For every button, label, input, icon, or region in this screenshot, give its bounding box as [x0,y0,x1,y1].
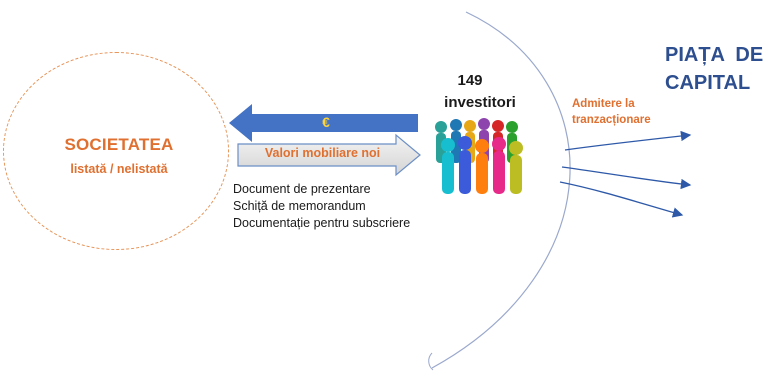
documents-list: Document de prezentare Schiță de memoran… [233,181,410,232]
market-title-line-2: CAPITAL [665,72,751,94]
investor-count: 149 [457,72,483,89]
document-item: Document de prezentare [233,182,371,196]
securities-arrow [237,133,421,177]
market-title: PIAȚA DE CAPITAL [665,41,763,97]
market-boundary-curve [431,11,571,369]
small-curl [428,352,434,371]
investor-label: investitori [444,94,516,111]
document-item: Schiță de memorandum [233,199,366,213]
document-item: Documentație pentru subscriere [233,216,411,230]
admission-line-2: tranzacționare [572,114,651,126]
market-arrow-3 [559,181,684,218]
admission-line-1: Admitere la [572,98,635,110]
crowd-of-people-icon [435,118,523,194]
market-arrow-2 [561,166,692,190]
company-subtitle: listată / nelistată [70,162,168,176]
company-name: SOCIETATEA [64,135,174,154]
company-circle [3,52,229,250]
money-arrow [229,104,418,142]
market-title-line-1: PIAȚA DE [665,44,764,66]
euro-symbol: € [322,114,330,130]
securities-label: Valori mobiliare noi [264,146,381,160]
admission-label: Admitere la tranzacționare [572,96,651,128]
market-arrow-1 [564,130,692,151]
